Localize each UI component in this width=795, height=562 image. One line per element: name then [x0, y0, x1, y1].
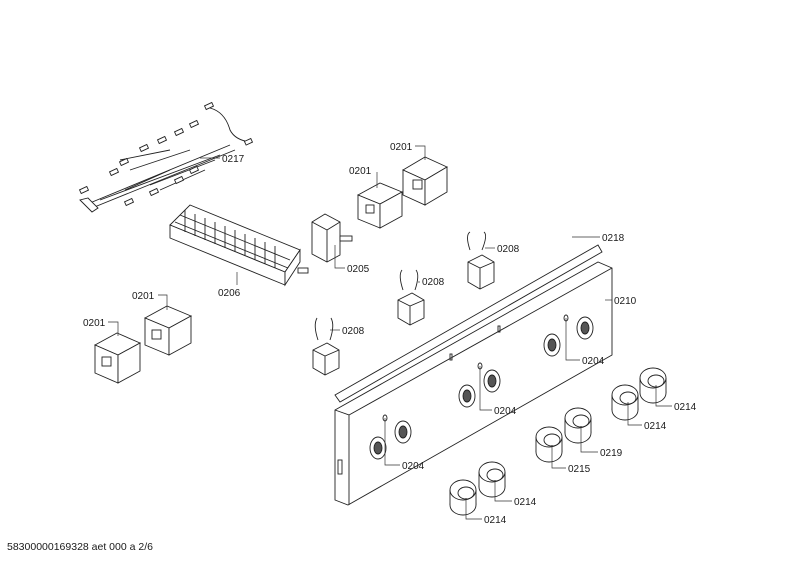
- part-labels: 0217 0201 0201 0205 0206 0208 0208 0208 …: [83, 142, 697, 526]
- wiring-harness-0217: [78, 101, 254, 213]
- label-0215: 0215: [568, 464, 591, 475]
- label-0208-middle: 0208: [422, 277, 445, 288]
- label-0217: 0217: [222, 154, 245, 165]
- trim-strip-0218: [334, 244, 603, 403]
- label-0204-middle: 0204: [494, 406, 517, 417]
- knob-0214-right: [611, 384, 639, 421]
- label-0201-left-front: 0201: [83, 318, 106, 329]
- switch-0205: [311, 213, 353, 263]
- knob-0215: [535, 426, 563, 463]
- thermostat-box-0201-top-right: [402, 156, 448, 206]
- label-0218: 0218: [602, 233, 625, 244]
- selector-switch-0208-right: [467, 231, 495, 290]
- label-0201-top-right: 0201: [390, 142, 413, 153]
- label-0214-bottom-left: 0214: [484, 515, 507, 526]
- label-0201-left-back: 0201: [132, 291, 155, 302]
- label-0204-left: 0204: [402, 461, 425, 472]
- knob-0214-bottom-left: [449, 479, 477, 516]
- label-0208-left: 0208: [342, 326, 365, 337]
- label-0214-bottom-right: 0214: [514, 497, 537, 508]
- label-0219: 0219: [600, 448, 623, 459]
- knob-0219: [564, 407, 592, 444]
- label-0201-top-left: 0201: [349, 166, 372, 177]
- thermostat-box-0201-left-back: [143, 305, 193, 356]
- label-0206: 0206: [218, 288, 241, 299]
- leader-lines: [108, 145, 672, 520]
- terminal-strip-0206: [169, 204, 309, 287]
- label-0214-far-right: 0214: [674, 402, 697, 413]
- label-0210: 0210: [614, 296, 637, 307]
- label-0208-right: 0208: [497, 244, 520, 255]
- thermostat-box-0201-left-front: [93, 332, 142, 384]
- label-0214-right: 0214: [644, 421, 667, 432]
- document-reference: 58300000169328 aet 000 a 2/6: [7, 541, 153, 553]
- selector-switch-0208-middle: [397, 269, 425, 326]
- label-0205: 0205: [347, 264, 370, 275]
- thermostat-box-0201-top-left: [356, 182, 404, 229]
- selector-switch-0208-left: [312, 317, 340, 376]
- control-panel-0210: [334, 261, 613, 506]
- knob-0214-far-right: [639, 367, 667, 404]
- knob-0214-bottom-right: [478, 461, 506, 498]
- label-0204-right: 0204: [582, 356, 605, 367]
